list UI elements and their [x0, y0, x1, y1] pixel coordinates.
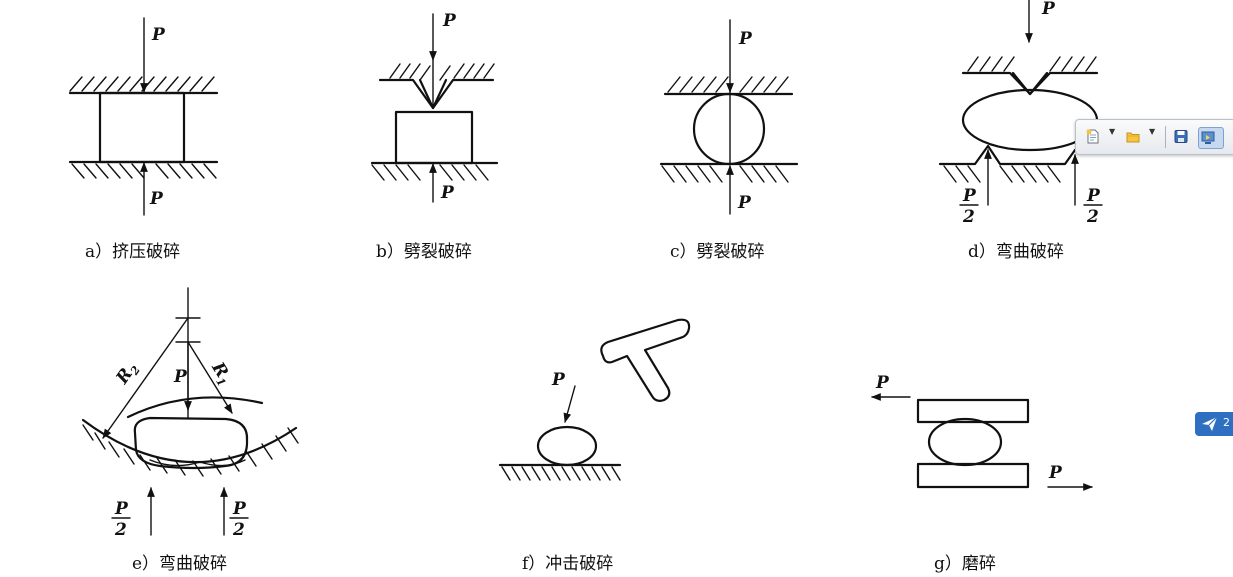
force-label-bottom-g: P — [1048, 463, 1063, 483]
force-label-bottom-a: P — [149, 189, 164, 209]
force-label-f: P — [551, 370, 566, 390]
block-a — [98, 91, 186, 164]
caption-e: e）弯曲破碎 — [132, 554, 227, 574]
save-button[interactable] — [1172, 127, 1194, 147]
svg-text:R1: R1 — [205, 358, 236, 389]
stone-f — [536, 425, 598, 467]
force-arrow-f — [563, 385, 576, 423]
block-b — [394, 110, 474, 165]
open-folder-button[interactable] — [1124, 127, 1146, 147]
caption-g: g）磨碎 — [934, 554, 996, 574]
diagram-b-splitting: P P — [370, 11, 499, 203]
tray-widget[interactable]: 2 — [1195, 412, 1233, 436]
force-label-bottom-b: P — [440, 183, 455, 203]
diagram-d-bending: P P 2 P 2 — [938, 0, 1103, 227]
force-label-bottom-c: P — [737, 193, 752, 213]
svg-text:P: P — [962, 186, 977, 206]
svg-text:2: 2 — [232, 520, 245, 540]
half-force-label-left-e: P 2 — [111, 499, 131, 540]
svg-text:2: 2 — [114, 520, 127, 540]
force-label-top-g: P — [875, 373, 890, 393]
diagram-g-grinding: P P — [871, 373, 1093, 491]
folder-icon — [1126, 132, 1140, 143]
force-label-top-b: P — [442, 11, 457, 31]
toolbar-separator — [1165, 126, 1166, 148]
irregular-body-e — [133, 416, 249, 470]
round-body-c — [692, 92, 766, 166]
half-force-label-left-d: P 2 — [959, 186, 979, 227]
caption-c: c）劈裂破碎 — [670, 242, 765, 262]
top-plate-g — [916, 398, 1030, 424]
chevron-down-icon[interactable]: ▼ — [1109, 127, 1116, 136]
half-force-label-right-d: P 2 — [1083, 186, 1103, 227]
svg-text:P: P — [1086, 186, 1101, 206]
bottom-plate-g — [916, 462, 1030, 489]
caption-a: a）挤压破碎 — [85, 242, 180, 262]
svg-text:2: 2 — [1086, 207, 1099, 227]
tray-label: 2 — [1223, 416, 1230, 429]
radius-r2-line — [102, 317, 189, 439]
bird-icon — [1202, 416, 1218, 431]
floating-toolbar: ▼ ▼ — [1075, 119, 1233, 155]
screen-icon — [1201, 131, 1215, 144]
force-label-e: P — [173, 367, 188, 387]
radius-label-r2: R2 — [112, 358, 143, 390]
diagram-f-impact: P — [498, 318, 691, 481]
radius-r1-line — [187, 341, 233, 414]
caption-f: f）冲击破碎 — [522, 554, 613, 574]
caption-b: b）劈裂破碎 — [376, 242, 472, 262]
svg-text:P: P — [232, 499, 247, 519]
svg-text:P: P — [114, 499, 129, 519]
hatch-bottom-a — [71, 163, 217, 179]
save-icon — [1174, 130, 1188, 143]
caption-d: d）弯曲破碎 — [968, 242, 1064, 262]
stone-g — [927, 417, 1003, 467]
screen-button[interactable] — [1198, 127, 1224, 149]
chevron-down-icon[interactable]: ▼ — [1149, 127, 1156, 136]
hatch-top-a — [69, 76, 215, 92]
new-document-button[interactable] — [1084, 127, 1106, 147]
diagram-a-squeeze: P P — [68, 17, 219, 216]
force-label-top-d: P — [1041, 0, 1056, 19]
diagram-e-bending: R2 R1 P P 2 P 2 — [81, 287, 299, 540]
hammer-icon — [600, 318, 691, 402]
force-label-top-a: P — [151, 25, 166, 45]
force-label-top-c: P — [738, 29, 753, 49]
half-force-label-right-e: P 2 — [229, 499, 249, 540]
diagram-c-splitting: P P — [659, 19, 799, 215]
svg-text:2: 2 — [962, 207, 975, 227]
new-document-icon — [1086, 129, 1099, 144]
radius-label-r1: R1 — [205, 358, 236, 389]
svg-text:R2: R2 — [112, 358, 143, 390]
